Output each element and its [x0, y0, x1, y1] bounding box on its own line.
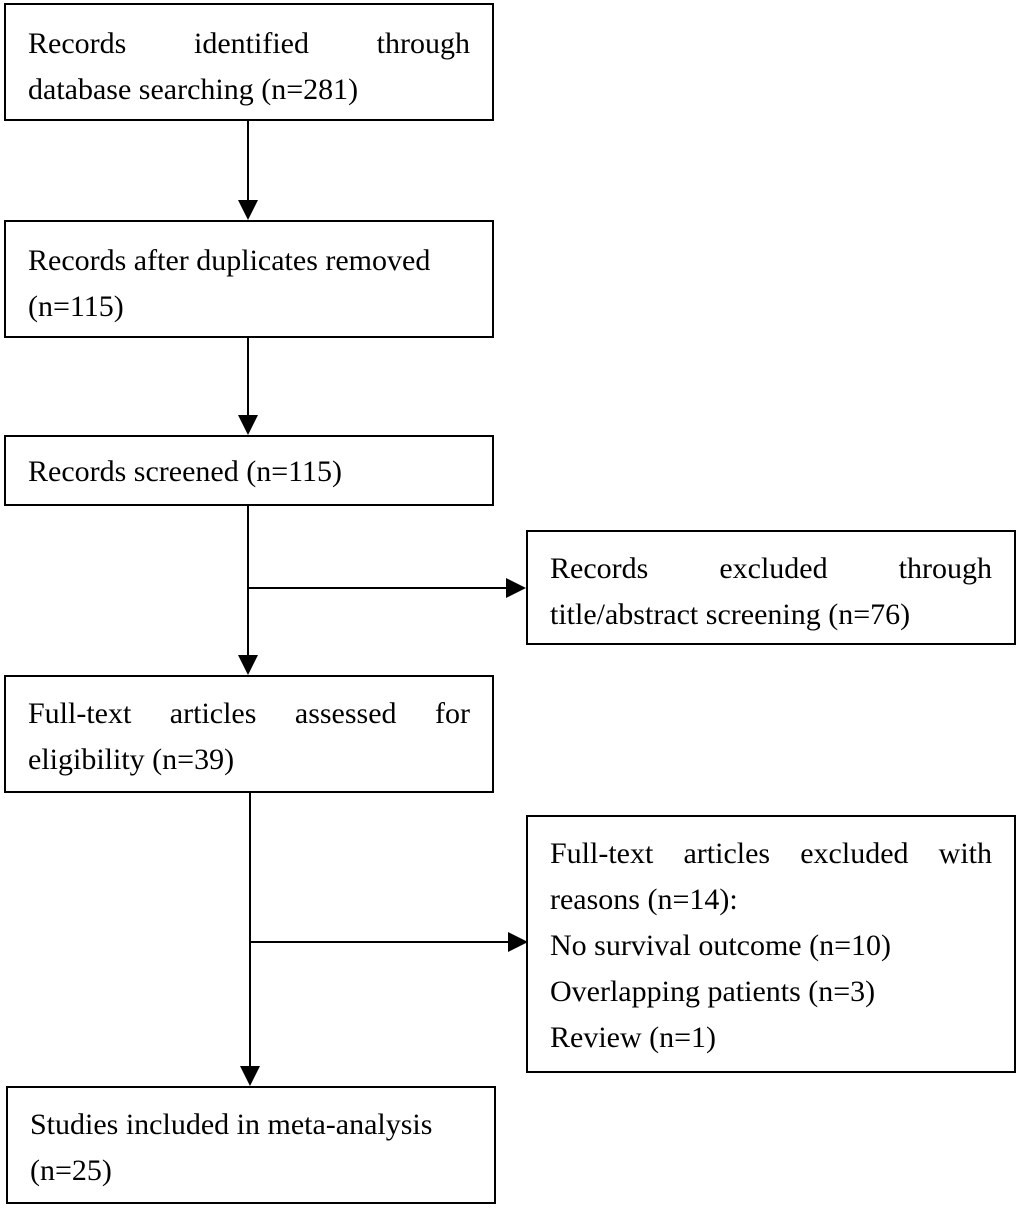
arrowhead-fulltext — [238, 655, 258, 675]
records-screened-line1: Records screened (n=115) — [28, 455, 343, 488]
arrowhead-excluded-title — [506, 578, 526, 598]
arrowhead-screened — [238, 415, 258, 435]
records-deduplicated-line2: (n=115) — [28, 290, 124, 323]
box-records-excluded-title: Records excluded through title/abstract … — [526, 530, 1016, 645]
arrowhead-deduplicated — [238, 200, 258, 220]
fulltext-excluded-reason-overlapping: Overlapping patients (n=3) — [550, 975, 876, 1008]
arrowhead-included — [240, 1066, 260, 1086]
box-studies-included: Studies included in meta-analysis (n=25) — [6, 1086, 496, 1204]
records-identified-line2: database searching (n=281) — [28, 73, 359, 106]
records-identified-line1: Records identified through — [28, 27, 470, 60]
records-excluded-title-line1: Records excluded through — [550, 552, 992, 585]
fulltext-assessed-line1: Full-text articles assessed for — [28, 697, 470, 730]
fulltext-assessed-line2: eligibility (n=39) — [28, 743, 235, 776]
box-fulltext-assessed: Full-text articles assessed for eligibil… — [4, 675, 494, 793]
fulltext-excluded-line2: reasons (n=14): — [550, 883, 738, 916]
box-records-deduplicated: Records after duplicates removed (n=115) — [4, 220, 494, 338]
fulltext-excluded-line1: Full-text articles excluded with — [550, 837, 992, 870]
box-fulltext-excluded: Full-text articles excluded with reasons… — [526, 815, 1016, 1073]
studies-included-line1: Studies included in meta-analysis — [30, 1108, 433, 1141]
arrowhead-excluded-fulltext — [508, 932, 528, 952]
fulltext-excluded-reason-no-survival: No survival outcome (n=10) — [550, 929, 892, 962]
studies-included-line2: (n=25) — [30, 1154, 112, 1187]
box-records-screened: Records screened (n=115) — [4, 435, 494, 506]
records-deduplicated-line1: Records after duplicates removed — [28, 244, 431, 277]
records-excluded-title-line2: title/abstract screening (n=76) — [550, 598, 911, 631]
box-records-identified: Records identified through database sear… — [4, 3, 494, 121]
fulltext-excluded-reason-review: Review (n=1) — [550, 1021, 717, 1054]
